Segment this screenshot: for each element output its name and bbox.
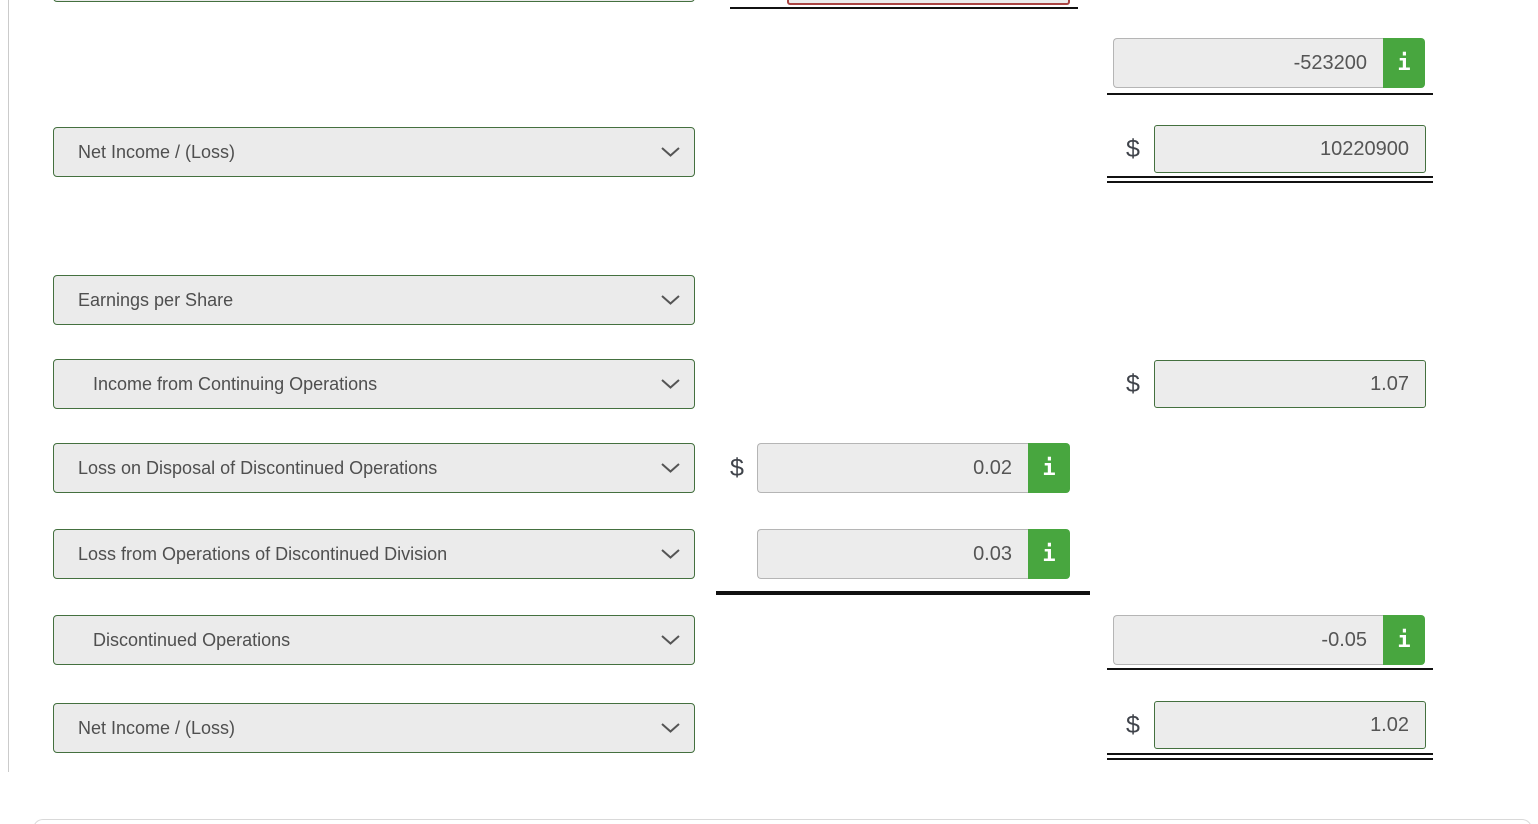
grand-total-double-rule (1107, 176, 1433, 183)
chevron-down-icon (661, 635, 680, 645)
subtotal-rule (1107, 668, 1433, 670)
dropdown-label: Income from Continuing Operations (93, 373, 378, 394)
chevron-down-icon (661, 463, 680, 473)
adjustment-input[interactable] (1113, 38, 1383, 88)
dropdown-label: Net Income / (Loss) (78, 717, 236, 738)
info-button[interactable]: i (1028, 529, 1070, 579)
eps-loss-operations-input[interactable] (757, 529, 1028, 579)
info-button[interactable]: i (1383, 38, 1425, 88)
currency-symbol: $ (1126, 134, 1140, 163)
chevron-down-icon (661, 147, 680, 157)
dropdown-income-continuing-operations[interactable]: Income from Continuing Operations (53, 359, 695, 409)
currency-symbol: $ (1126, 710, 1140, 739)
dropdown-earnings-per-share[interactable]: Earnings per Share (53, 275, 695, 325)
info-button[interactable]: i (1028, 443, 1070, 493)
dropdown-label: Earnings per Share (78, 289, 234, 310)
chevron-down-icon (661, 295, 680, 305)
dropdown-loss-operations-discontinued[interactable]: Loss from Operations of Discontinued Div… (53, 529, 695, 579)
dropdown-label: Loss from Operations of Discontinued Div… (78, 543, 448, 564)
dropdown-partial-top[interactable] (53, 0, 695, 2)
dropdown-net-income[interactable]: Net Income / (Loss) (53, 127, 695, 177)
dropdown-label: Loss on Disposal of Discontinued Operati… (78, 457, 438, 478)
eps-discontinued-total-input[interactable] (1113, 615, 1383, 665)
dropdown-discontinued-operations[interactable]: Discontinued Operations (53, 615, 695, 665)
dropdown-label: Discontinued Operations (93, 629, 291, 650)
eps-loss-disposal-input[interactable] (757, 443, 1028, 493)
chevron-down-icon (661, 379, 680, 389)
grand-total-double-rule (1107, 753, 1433, 760)
subtotal-rule (730, 7, 1078, 9)
next-section-card-edge (33, 819, 1532, 824)
subtotal-rule (1107, 93, 1433, 95)
net-income-total-input[interactable] (1154, 125, 1426, 173)
eps-continuing-input[interactable] (1154, 360, 1426, 408)
error-answer-field-partial[interactable] (787, 0, 1070, 5)
eps-net-income-input[interactable] (1154, 701, 1426, 749)
worksheet-left-border (8, 0, 9, 772)
info-button[interactable]: i (1383, 615, 1425, 665)
currency-symbol: $ (1126, 369, 1140, 398)
dropdown-label: Net Income / (Loss) (78, 141, 236, 162)
currency-symbol: $ (730, 453, 744, 482)
dropdown-loss-disposal-discontinued[interactable]: Loss on Disposal of Discontinued Operati… (53, 443, 695, 493)
column-sum-rule (716, 591, 1090, 595)
chevron-down-icon (661, 723, 680, 733)
dropdown-net-income-eps[interactable]: Net Income / (Loss) (53, 703, 695, 753)
chevron-down-icon (661, 549, 680, 559)
